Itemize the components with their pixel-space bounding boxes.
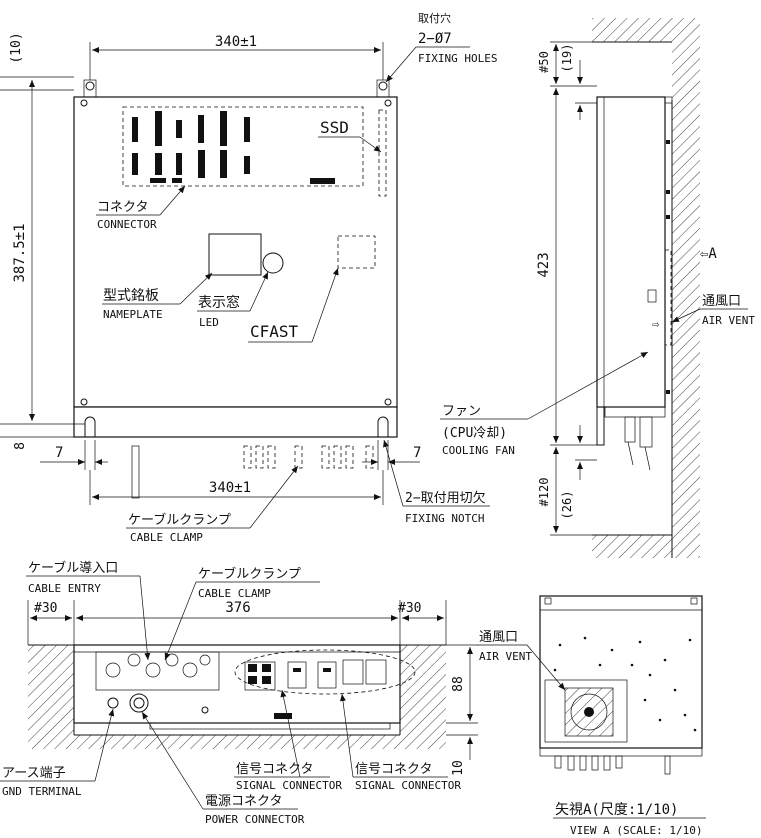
power-connector bbox=[129, 693, 149, 713]
side-view-body bbox=[596, 96, 666, 408]
ssd-slot bbox=[378, 109, 387, 197]
fixing-notch-en: FIXING NOTCH bbox=[405, 512, 484, 525]
cfast-slot bbox=[337, 235, 376, 269]
view-a: 通風口 AIR VENT 矢視A(尺度:1/10) VIEW A (SCALE:… bbox=[477, 595, 706, 837]
connector-blocks bbox=[132, 111, 335, 184]
connector-en: CONNECTOR bbox=[97, 218, 157, 231]
dim-bottom-width: 340±1 bbox=[209, 480, 251, 496]
cable-clamp-en: CABLE CLAMP bbox=[130, 531, 203, 544]
cable-clamps-top bbox=[131, 445, 374, 499]
bottom-cable-clamp-en: CABLE CLAMP bbox=[198, 587, 271, 600]
side-dim-top-inner: (19) bbox=[560, 44, 574, 73]
cable-clamp-jp: ケーブルクランプ bbox=[128, 512, 231, 528]
view-a-title-jp: 矢視A(尺度:1/10) bbox=[555, 802, 678, 818]
dim-top-width: 340±1 bbox=[215, 34, 257, 50]
view-a-arrow: ⇦A bbox=[700, 246, 717, 262]
dim-bottom-view-width: 376 bbox=[225, 600, 250, 616]
view-a-body bbox=[539, 595, 703, 749]
side-wall-hatch bbox=[672, 18, 700, 558]
dim-notch-left: 7 bbox=[55, 445, 63, 461]
dim-bottom-offset: 8 bbox=[13, 442, 28, 450]
top-view-body bbox=[73, 96, 398, 408]
signal-connector-area bbox=[234, 649, 416, 695]
signal2-en: SIGNAL CONNECTOR bbox=[355, 779, 461, 792]
fan-en: COOLING FAN bbox=[442, 444, 515, 457]
dim-height: 387.5±1 bbox=[12, 223, 28, 282]
bottom-view: #30 376 #30 88 10 ケーブル導入口 CABLE ENTRY ケー… bbox=[0, 560, 478, 826]
power-en: POWER CONNECTOR bbox=[205, 813, 305, 826]
view-a-air-vent bbox=[544, 679, 628, 743]
ssd-label: SSD bbox=[320, 118, 349, 137]
dim-right-clear: #30 bbox=[398, 601, 421, 616]
view-a-air-vent-en: AIR VENT bbox=[479, 650, 532, 663]
top-view: 340±1 (10) 387.5±1 8 7 7 340±1 取付穴 2−Ø7 … bbox=[0, 11, 497, 544]
dim-left-clear: #30 bbox=[34, 601, 57, 616]
led-en: LED bbox=[199, 316, 219, 329]
side-view: ⇨ #50 (19) 423 #120 (26) ⇦A 通風口 AIR VENT bbox=[440, 18, 755, 558]
led-jp: 表示窓 bbox=[198, 294, 240, 311]
fan-jp: ファン bbox=[442, 404, 481, 419]
gnd-terminal bbox=[107, 697, 119, 709]
power-jp: 電源コネクタ bbox=[205, 794, 282, 809]
nameplate-en: NAMEPLATE bbox=[103, 308, 163, 321]
signal1-jp: 信号コネクタ bbox=[236, 762, 313, 777]
fixing-notch-right bbox=[377, 416, 389, 437]
side-dim-height: 423 bbox=[536, 252, 552, 277]
dim-bottom-gap: 10 bbox=[451, 760, 466, 776]
connector-jp: コネクタ bbox=[97, 200, 148, 215]
signal1-en: SIGNAL CONNECTOR bbox=[236, 779, 342, 792]
side-dim-bottom-inner: (26) bbox=[560, 491, 574, 520]
top-view-bottom-flange bbox=[73, 406, 398, 438]
gnd-en: GND TERMINAL bbox=[2, 785, 82, 798]
side-dim-top-clear: #50 bbox=[537, 51, 551, 73]
connector-area bbox=[122, 106, 364, 187]
dim-notch-right: 7 bbox=[413, 445, 421, 461]
fixing-holes-count: 2−Ø7 bbox=[418, 31, 452, 47]
signal2-jp: 信号コネクタ bbox=[355, 762, 432, 777]
cfast-label: CFAST bbox=[250, 322, 299, 341]
bottom-cable-clamp-jp: ケーブルクランプ bbox=[198, 566, 301, 582]
fixing-hole-top-right bbox=[378, 81, 388, 91]
view-a-air-vent-jp: 通風口 bbox=[479, 630, 518, 645]
nameplate bbox=[208, 233, 262, 276]
fan-sub-jp: (CPU冷却) bbox=[442, 426, 507, 441]
dim-depth: 88 bbox=[451, 676, 466, 692]
cable-entry-en: CABLE ENTRY bbox=[28, 582, 101, 595]
side-air-vent-en: AIR VENT bbox=[702, 314, 755, 327]
fixing-hole-top-left bbox=[85, 81, 95, 91]
led-window bbox=[262, 252, 284, 274]
fixing-notch-jp: 2−取付用切欠 bbox=[405, 490, 486, 506]
view-a-title-en: VIEW A (SCALE: 1/10) bbox=[570, 824, 702, 837]
dim-top-offset: (10) bbox=[9, 32, 24, 63]
nameplate-jp: 型式銘板 bbox=[103, 288, 159, 304]
gnd-jp: アース端子 bbox=[2, 766, 66, 781]
fixing-holes-jp: 取付穴 bbox=[418, 11, 451, 25]
fixing-notch-left bbox=[84, 416, 96, 437]
side-dim-bottom-clear: #120 bbox=[537, 478, 551, 507]
fixing-holes-en: FIXING HOLES bbox=[418, 52, 497, 65]
cable-entry-opening bbox=[95, 651, 220, 691]
side-air-vent-jp: 通風口 bbox=[702, 294, 741, 309]
svg-text:⇨: ⇨ bbox=[652, 317, 660, 331]
cable-entry-jp: ケーブル導入口 bbox=[28, 560, 118, 576]
